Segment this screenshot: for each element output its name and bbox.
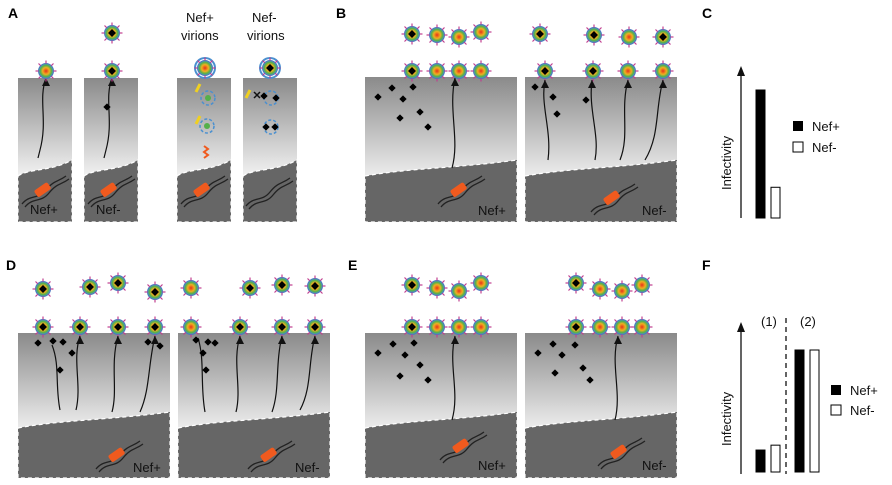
legend-label-nef-minus: Nef- xyxy=(850,403,875,418)
nucleus xyxy=(177,411,331,479)
group-label-2: (2) xyxy=(800,314,816,329)
legend-swatch-nef-plus xyxy=(831,385,841,395)
virion xyxy=(34,59,58,83)
y-axis-arrow xyxy=(737,66,745,76)
panel-a: A Nef+ Nef- Nef+ virions Nef- virion xyxy=(8,5,298,223)
virion-row-top xyxy=(402,271,493,303)
panel-f: F Infectivity (1) (2) Nef+ Nef- xyxy=(702,257,878,474)
bar-nef-plus-group-1 xyxy=(755,449,766,473)
nucleus xyxy=(524,411,678,479)
panel-b: B Nef+ xyxy=(336,5,678,223)
panel-e: E Nef+ xyxy=(348,257,678,479)
entry-path xyxy=(451,77,456,169)
virion xyxy=(260,58,281,79)
cell-label-nef-plus: Nef+ xyxy=(478,458,506,473)
panel-label-d: D xyxy=(6,257,16,273)
virion-row-top xyxy=(179,275,326,300)
virion xyxy=(102,23,123,44)
panel-a-cell-nef-minus: Nef- xyxy=(83,23,139,223)
panel-d: D Nef+ xyxy=(6,257,331,479)
cytoplasm xyxy=(243,78,297,176)
header-nef-minus-virions: Nef- xyxy=(252,10,277,25)
panel-d-cell-nef-plus: Nef+ xyxy=(17,273,171,479)
legend-swatch-nef-plus xyxy=(793,121,803,131)
y-axis-label: Infectivity xyxy=(719,391,734,446)
panel-a-cell-nef-plus: Nef+ xyxy=(17,59,73,223)
panel-e-cell-nef-plus: Nef+ xyxy=(364,271,518,479)
cytoplasm xyxy=(84,78,138,176)
cell-label-nef-plus: Nef+ xyxy=(30,202,58,217)
legend-swatch-nef-minus xyxy=(792,141,804,153)
panel-c: C Infectivity Nef+ Nef- xyxy=(702,5,840,219)
legend-label-nef-plus: Nef+ xyxy=(850,383,878,398)
virion-row-top xyxy=(530,24,674,49)
panel-e-cell-nef-minus: Nef- xyxy=(524,273,678,479)
panel-a-cell-nef-minus-virions xyxy=(242,57,298,223)
cell-label-nef-minus: Nef- xyxy=(96,202,121,217)
virion-row-top xyxy=(566,273,654,303)
bar-nef-minus-group-1 xyxy=(770,444,781,473)
cell-label-nef-plus: Nef+ xyxy=(478,203,506,218)
cell-label-nef-plus: Nef+ xyxy=(133,460,161,475)
nucleus xyxy=(364,411,518,479)
cytoplasm xyxy=(177,78,231,176)
panel-label-a: A xyxy=(8,5,18,21)
cell-label-nef-minus: Nef- xyxy=(295,460,320,475)
nucleus xyxy=(524,159,678,223)
cell-label-nef-minus: Nef- xyxy=(642,458,667,473)
panel-d-cell-nef-minus: Nef- xyxy=(177,275,331,479)
y-axis-label: Infectivity xyxy=(719,135,734,190)
panel-a-cell-nef-plus-virions xyxy=(176,56,232,223)
panel-label-e: E xyxy=(348,257,357,273)
y-axis-arrow xyxy=(737,322,745,332)
nucleus xyxy=(364,159,518,223)
panel-label-f: F xyxy=(702,257,711,273)
bar-nef-plus-group-2 xyxy=(794,349,805,473)
cell-label-nef-minus: Nef- xyxy=(642,203,667,218)
virion xyxy=(102,61,123,82)
nucleus xyxy=(17,411,171,479)
panel-b-cell-nef-minus: Nef- xyxy=(524,24,678,223)
bar-nef-minus-group-2 xyxy=(809,349,820,473)
virion xyxy=(193,56,217,80)
group-label-1: (1) xyxy=(761,314,777,329)
bars xyxy=(755,89,781,219)
legend-label-nef-plus: Nef+ xyxy=(812,119,840,134)
virion-row-top xyxy=(33,273,166,303)
panel-b-cell-nef-plus: Nef+ xyxy=(364,20,518,223)
header-nef-plus-virions-2: virions xyxy=(181,28,219,43)
cytoplasm xyxy=(18,78,72,176)
header-nef-minus-virions-2: virions xyxy=(247,28,285,43)
legend-label-nef-minus: Nef- xyxy=(812,140,837,155)
legend-swatch-nef-minus xyxy=(830,404,842,416)
bar-nef-plus xyxy=(755,89,766,219)
panel-label-b: B xyxy=(336,5,346,21)
bar-nef-minus xyxy=(770,186,781,219)
virion-row-top xyxy=(402,20,493,49)
header-nef-plus-virions: Nef+ xyxy=(186,10,214,25)
bars xyxy=(755,349,820,473)
panel-label-c: C xyxy=(702,5,712,21)
